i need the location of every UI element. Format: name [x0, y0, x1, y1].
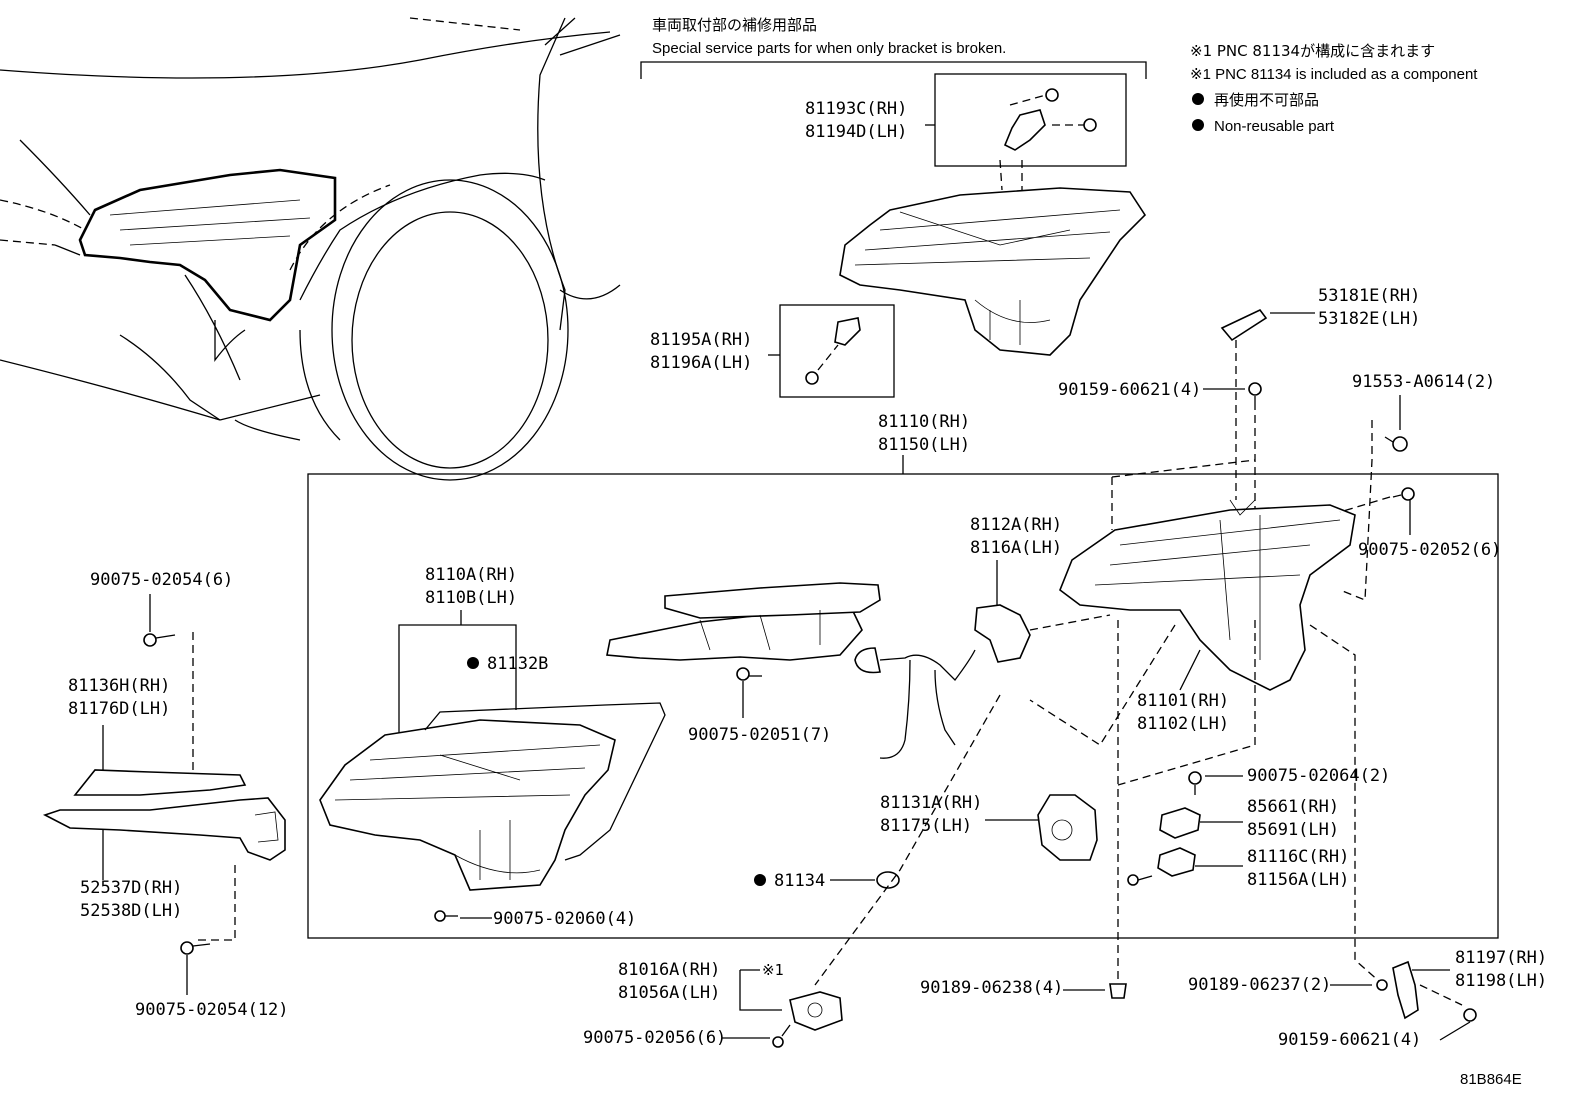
label-90159-top: 90159-60621(4) — [1058, 380, 1201, 400]
module-part-85661 — [1159, 807, 1201, 839]
headlamp-housing — [1059, 499, 1356, 691]
bolt-icon — [180, 941, 211, 955]
oring-part — [876, 871, 900, 889]
nonreusable-dot-icon — [467, 657, 479, 669]
label-81194d: 81194D(LH) — [805, 122, 907, 142]
header-en: Special service parts for when only brac… — [652, 40, 1006, 57]
label-53181e: 53181E(RH) — [1318, 286, 1420, 306]
label-81056a: 81056A(LH) — [618, 983, 720, 1003]
label-90189-06238: 90189-06238(4) — [920, 978, 1063, 998]
label-90075-02054-top: 90075-02054(6) — [90, 570, 233, 590]
label-90075-02052: 90075-02052(6) — [1358, 540, 1501, 560]
label-85691: 85691(LH) — [1247, 820, 1339, 840]
label-90075-02064: 90075-02064(2) — [1247, 766, 1390, 786]
note-pnc-en: ※1 PNC 81134 is included as a component — [1190, 66, 1478, 83]
label-85661: 85661(RH) — [1247, 797, 1339, 817]
bracket-box-lower — [779, 304, 895, 398]
label-8110b: 8110B(LH) — [425, 588, 517, 608]
bolt-icon — [1384, 436, 1408, 452]
note-nonreusable-jp: 再使用不可部品 — [1214, 91, 1319, 109]
gasket-81132b — [424, 702, 666, 861]
label-81101: 81101(RH) — [1137, 691, 1229, 711]
nonreusable-dot-icon — [1192, 93, 1204, 105]
label-81132b: 81132B — [487, 654, 548, 674]
seal-part-53181e — [1220, 308, 1268, 342]
label-8116a: 8116A(LH) — [970, 538, 1062, 558]
module-part-81116c — [1157, 847, 1196, 877]
label-52538d: 52538D(LH) — [80, 901, 182, 921]
lower-bracket-part — [805, 317, 861, 385]
label-81136h: 81136H(RH) — [68, 676, 170, 696]
socket-part — [974, 604, 1031, 663]
diagram-code: 81B864E — [1460, 1071, 1522, 1088]
label-91553: 91553-A0614(2) — [1352, 372, 1495, 392]
headlamp-bracket-frame — [606, 582, 881, 661]
header-bracket — [640, 61, 1147, 79]
actuator-part — [1037, 794, 1098, 861]
label-81150: 81150(LH) — [878, 435, 970, 455]
bolt-icon — [1248, 382, 1262, 410]
bracket-box-upper — [934, 73, 1127, 167]
upper-bracket-part — [999, 88, 1097, 195]
label-81016a: 81016A(RH) — [618, 960, 720, 980]
bolt-icon — [1392, 487, 1415, 501]
bolt-icon — [1127, 874, 1153, 886]
label-8110a: 8110A(RH) — [425, 565, 517, 585]
label-52537d: 52537D(RH) — [80, 878, 182, 898]
headlamp-assembly-upper — [839, 187, 1147, 356]
note-nonreusable-en: Non-reusable part — [1214, 118, 1335, 135]
bolt-icon — [736, 667, 762, 681]
label-mark-1: ※1 — [762, 961, 784, 979]
label-81176d: 81176D(LH) — [68, 699, 170, 719]
bolt-icon — [1188, 771, 1202, 795]
label-81102: 81102(LH) — [1137, 714, 1229, 734]
bolt-icon — [434, 910, 458, 922]
bolt-icon — [772, 1024, 791, 1048]
label-90159-bot: 90159-60621(4) — [1278, 1030, 1421, 1050]
label-53182e: 53182E(LH) — [1318, 309, 1420, 329]
label-81175: 81175(LH) — [880, 816, 972, 836]
note-pnc-jp: ※1 PNC 81134が構成に含まれます — [1190, 42, 1435, 60]
clip-icon — [1109, 983, 1127, 999]
bracket-part-52537d — [42, 797, 286, 861]
headlamp-unit — [319, 719, 616, 891]
bolt-icon — [143, 633, 176, 647]
nonreusable-dot-icon — [754, 874, 766, 886]
label-81131a: 81131A(RH) — [880, 793, 982, 813]
bracket-part-81197 — [1392, 960, 1419, 1020]
label-90075-02056: 90075-02056(6) — [583, 1028, 726, 1048]
label-81156a: 81156A(LH) — [1247, 870, 1349, 890]
bolt-icon — [1463, 1008, 1477, 1022]
vehicle-outline — [0, 17, 621, 481]
label-90075-02051: 90075-02051(7) — [688, 725, 831, 745]
label-81195a: 81195A(RH) — [650, 330, 752, 350]
clip-icon — [1376, 979, 1388, 991]
label-90075-02054-bot: 90075-02054(12) — [135, 1000, 289, 1020]
wire-harness — [854, 647, 976, 759]
cover-part-81136h — [73, 769, 247, 796]
ballast-part — [789, 991, 843, 1031]
label-81198: 81198(LH) — [1455, 971, 1547, 991]
label-90189-06237: 90189-06237(2) — [1188, 975, 1331, 995]
label-81196a: 81196A(LH) — [650, 353, 752, 373]
label-90075-02060: 90075-02060(4) — [493, 909, 636, 929]
label-81197: 81197(RH) — [1455, 948, 1547, 968]
label-8112a: 8112A(RH) — [970, 515, 1062, 535]
label-81110: 81110(RH) — [878, 412, 970, 432]
assembly-box — [307, 473, 1499, 939]
label-81193c: 81193C(RH) — [805, 99, 907, 119]
header-jp: 車両取付部の補修用部品 — [652, 16, 817, 34]
nonreusable-dot-icon — [1192, 119, 1204, 131]
label-81134: 81134 — [774, 871, 825, 891]
label-81116c: 81116C(RH) — [1247, 847, 1349, 867]
